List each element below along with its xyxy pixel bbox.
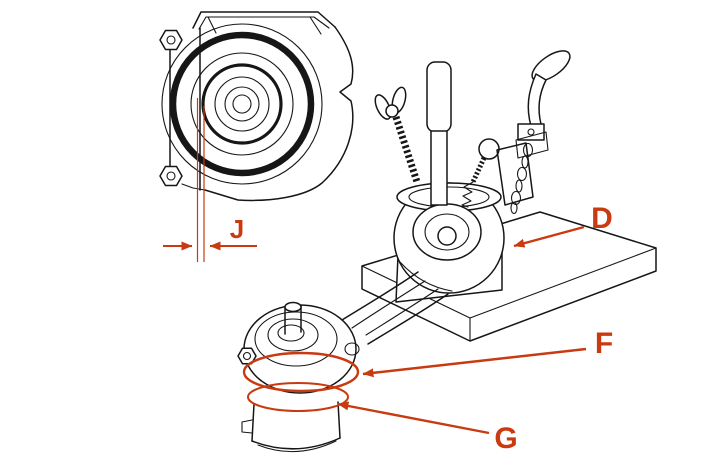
bearing-housing-drawing: [159, 11, 354, 202]
screw-spring: [461, 181, 474, 208]
thumb-screw: [461, 138, 500, 208]
wing-screw-thread: [392, 115, 421, 184]
callout-f-arrow: [362, 347, 587, 378]
highlighted-seal-band: [247, 382, 349, 412]
clamp-lever: [515, 50, 571, 159]
callout-label-j: J: [230, 214, 244, 244]
fixture-drawing: [237, 50, 657, 453]
flange-bolt-top: [159, 29, 183, 51]
knurled-pin: [426, 61, 452, 206]
rod-small-end: [437, 226, 457, 246]
measurement-reference-lines: [196, 98, 205, 262]
callout-label-g: G: [494, 422, 517, 455]
callout-g: G: [337, 401, 518, 455]
fixture-sleeve: [393, 182, 505, 303]
pin-shaft: [430, 130, 448, 206]
callout-f: F: [362, 327, 613, 378]
connecting-rod-beam: [341, 271, 449, 345]
callout-label-d: D: [591, 202, 613, 235]
clamp-block: [496, 142, 534, 206]
thumb-screw-thread: [470, 156, 487, 184]
callout-label-f: F: [595, 327, 613, 360]
flange-bolt-bottom: [159, 165, 183, 187]
callout-g-arrow: [337, 401, 490, 435]
callout-d-arrow: [513, 225, 585, 248]
big-end-bolt: [237, 347, 257, 365]
highlighted-retaining-ring: [242, 351, 360, 393]
knurled-grip: [426, 61, 452, 133]
wing-screw: [374, 86, 421, 184]
retaining-chain: [510, 142, 534, 215]
rod-big-end: [237, 301, 360, 394]
bearing-outer-race: [169, 31, 315, 177]
dowel-pin: [284, 301, 302, 313]
callout-j: J: [163, 214, 257, 251]
callout-d: D: [513, 202, 613, 248]
